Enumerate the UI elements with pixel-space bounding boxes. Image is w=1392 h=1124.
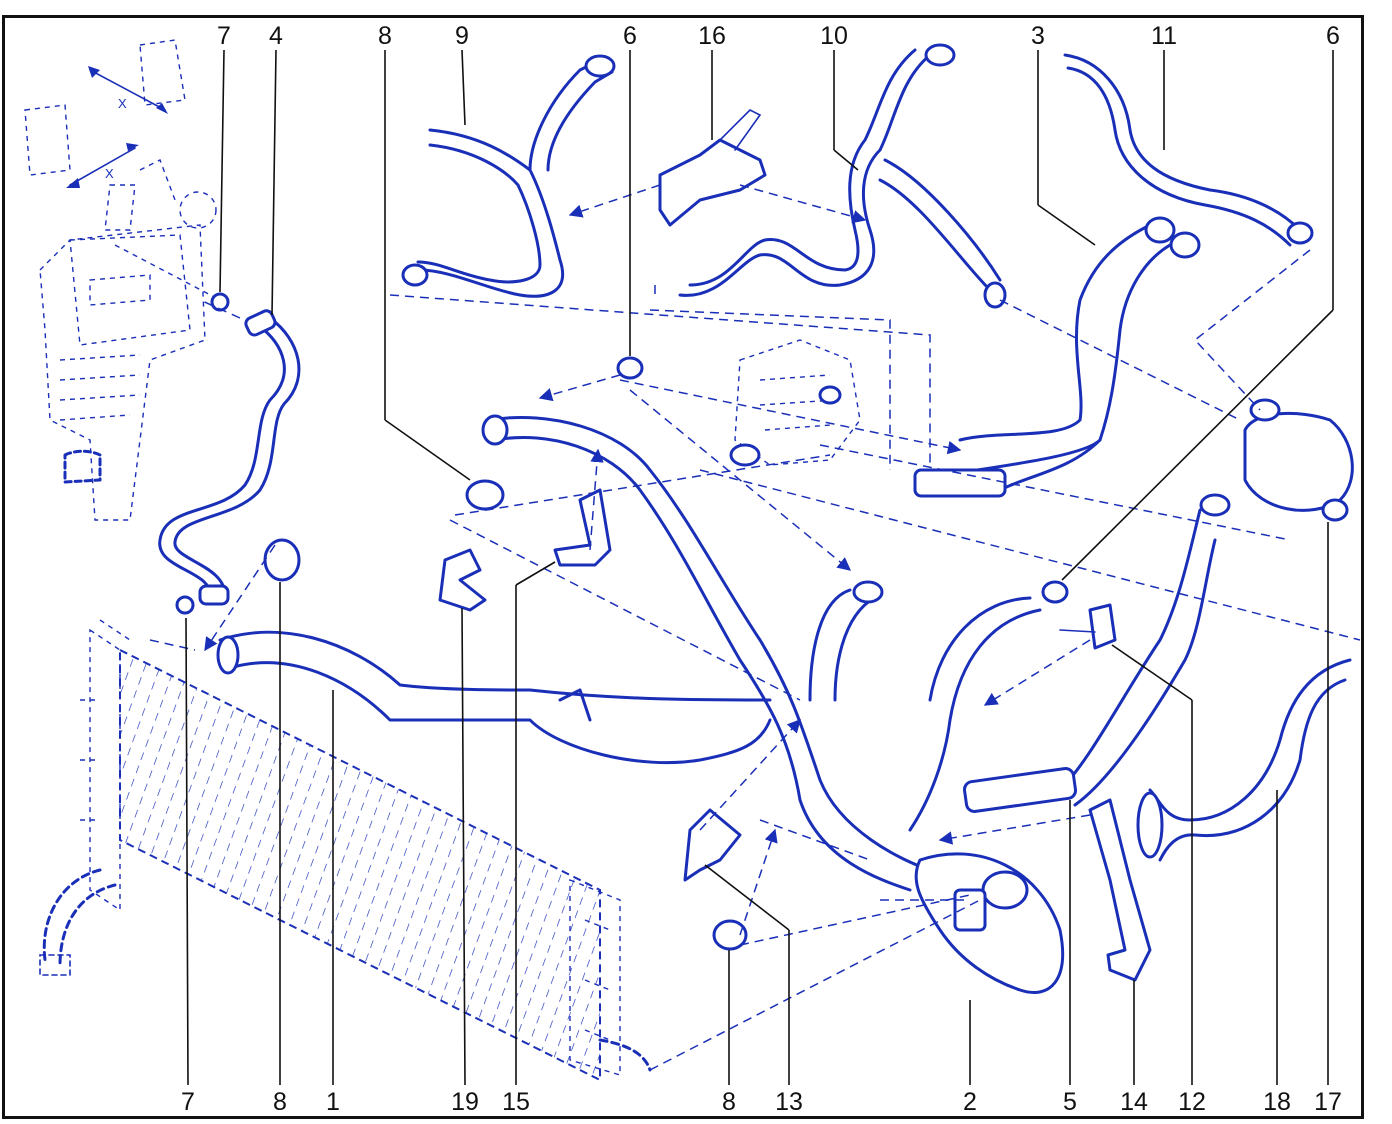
clamp-7-upper bbox=[210, 292, 230, 312]
bracket-15 bbox=[553, 488, 612, 567]
dimension-mark-x-1: X bbox=[118, 96, 127, 111]
hose-9 bbox=[401, 54, 616, 298]
hose-4 bbox=[158, 309, 301, 606]
callout-3: 3 bbox=[1031, 22, 1045, 50]
expansion-tank bbox=[24, 39, 221, 521]
bracket-14 bbox=[1088, 798, 1152, 982]
clamp-8-lower bbox=[712, 919, 748, 951]
hose-11 bbox=[1063, 53, 1314, 247]
callout-7-top: 7 bbox=[217, 22, 231, 50]
dimension-mark-x-2: X bbox=[105, 166, 114, 181]
callout-16: 16 bbox=[698, 22, 726, 50]
callout-14: 14 bbox=[1120, 1088, 1148, 1116]
hose-10 bbox=[678, 43, 1007, 309]
callout-10: 10 bbox=[820, 22, 848, 50]
callout-19: 19 bbox=[451, 1088, 479, 1116]
clamp-19 bbox=[438, 548, 487, 612]
callout-6-top-right: 6 bbox=[1326, 22, 1340, 50]
callout-15: 15 bbox=[502, 1088, 530, 1116]
clamp-8-middle bbox=[465, 479, 505, 511]
leader-lines bbox=[185, 49, 1334, 1086]
callout-9: 9 bbox=[455, 22, 469, 50]
clamp-8-left bbox=[263, 538, 301, 582]
callout-7-bottom: 7 bbox=[181, 1088, 195, 1116]
callout-8-top: 8 bbox=[378, 22, 392, 50]
bracket-16 bbox=[658, 138, 767, 227]
water-pump bbox=[1243, 398, 1354, 522]
clamp-6-left bbox=[616, 356, 644, 380]
callout-17: 17 bbox=[1314, 1088, 1342, 1116]
callout-11: 11 bbox=[1151, 22, 1177, 50]
hose-1 bbox=[216, 630, 772, 765]
radiator bbox=[39, 619, 652, 1082]
callout-13: 13 bbox=[775, 1088, 803, 1116]
callout-18: 18 bbox=[1263, 1088, 1291, 1116]
callout-4: 4 bbox=[269, 22, 283, 50]
callout-1: 1 bbox=[326, 1088, 340, 1116]
assembly-lines bbox=[149, 184, 1361, 1071]
callout-6-top-left: 6 bbox=[623, 22, 637, 50]
callout-2: 2 bbox=[963, 1088, 977, 1116]
callout-8-bottom-left: 8 bbox=[273, 1088, 287, 1116]
hose-5 bbox=[908, 493, 1231, 832]
callout-5: 5 bbox=[1063, 1088, 1077, 1116]
clamp-6-right bbox=[1041, 580, 1069, 604]
bracket-13 bbox=[683, 808, 742, 882]
sensor-12 bbox=[1088, 603, 1117, 650]
hose-3 bbox=[913, 216, 1201, 498]
clamp-7-lower bbox=[175, 595, 195, 615]
callout-12: 12 bbox=[1178, 1088, 1206, 1116]
hose-18 bbox=[1136, 658, 1352, 862]
callout-8-bottom-right: 8 bbox=[722, 1088, 736, 1116]
thermostat-housing bbox=[729, 339, 861, 467]
